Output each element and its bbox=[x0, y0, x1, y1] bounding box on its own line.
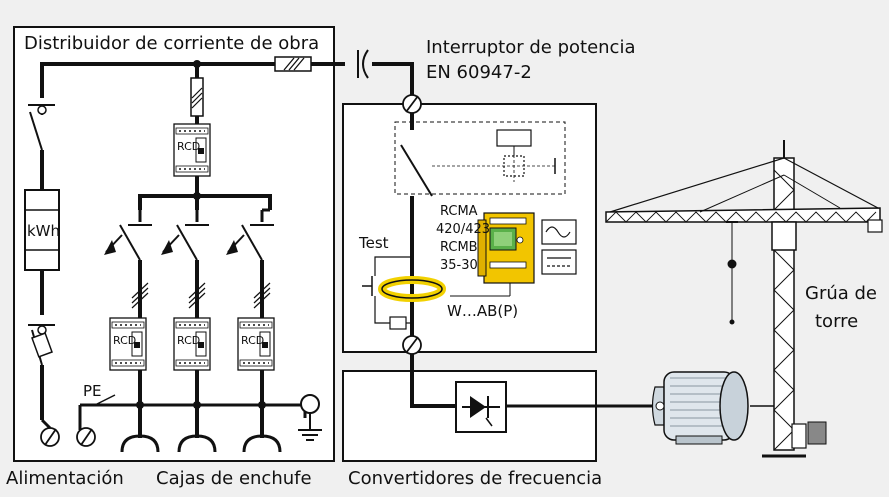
breaker-label-line2: EN 60947-2 bbox=[426, 62, 532, 83]
rcma-device bbox=[477, 212, 535, 284]
rcma-label-4: 35-30 bbox=[440, 258, 478, 273]
breaker-label-line1: Interruptor de potencia bbox=[426, 37, 636, 58]
test-resistor bbox=[389, 316, 407, 330]
distributor-box bbox=[13, 26, 335, 462]
tower-crane bbox=[605, 140, 883, 458]
crane-label-line2: torre bbox=[815, 311, 859, 332]
ac-waveform-box bbox=[541, 219, 577, 245]
breaker-symbol bbox=[362, 49, 369, 79]
rcma-label-2: 420/423 bbox=[436, 222, 491, 237]
distributor-title: Distribuidor de corriente de obra bbox=[24, 33, 320, 54]
caption-cajas: Cajas de enchufe bbox=[156, 468, 312, 489]
rcma-label-1: RCMA bbox=[440, 204, 478, 219]
rcd-label-3: RCD bbox=[241, 334, 265, 347]
rcma-label-3: RCMB bbox=[440, 240, 478, 255]
kwh-label: kWh bbox=[27, 222, 61, 240]
caption-alimentacion: Alimentación bbox=[6, 468, 124, 489]
rcd-label-2: RCD bbox=[177, 334, 201, 347]
sensor-label: W…AB(P) bbox=[447, 302, 519, 320]
caption-convertidores: Convertidores de frecuencia bbox=[348, 468, 603, 489]
dashed-trip-region bbox=[394, 121, 566, 195]
pe-terminal bbox=[300, 394, 320, 414]
test-label: Test bbox=[359, 234, 389, 252]
dc-symbol-box bbox=[541, 249, 577, 275]
motor bbox=[651, 371, 749, 445]
rcd-label-1: RCD bbox=[113, 334, 137, 347]
crane-label-line1: Grúa de bbox=[805, 283, 878, 304]
pe-label: PE bbox=[83, 382, 102, 400]
branch-1 bbox=[104, 210, 160, 453]
main-rcd-label: RCD bbox=[177, 140, 201, 153]
